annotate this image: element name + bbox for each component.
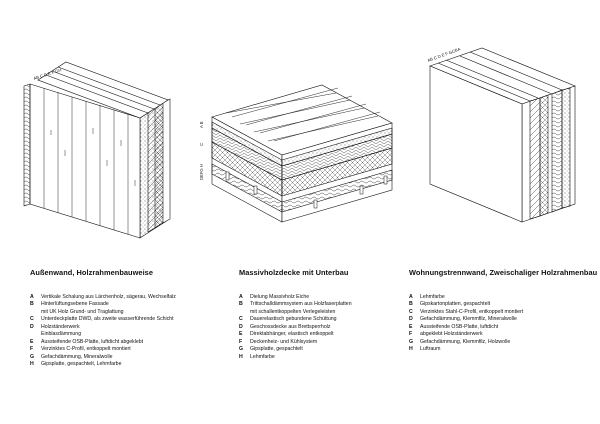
legend-key: G (239, 346, 244, 353)
floor-slab-legend: Massivholzdecke mit Unterbau A Dielung Ma… (239, 268, 419, 361)
legend-text: Deckenheiz- und Kühlsystem (250, 338, 318, 345)
legend-item: B Gipskartonplatten, gespachtelt (409, 301, 589, 308)
legend-key: C (239, 316, 243, 323)
legend-item: G Gipsplatte, gespachtelt (239, 346, 419, 353)
legend-item: D Geschossdecke aus Brettsperrholz (239, 324, 419, 331)
floor-slab-letters: A B C DEFG H (199, 121, 204, 180)
legend-key: H (30, 361, 34, 368)
legend-item: E Aussteifende OSB-Platte, luftdicht abge… (30, 339, 210, 346)
party-wall-framing (539, 94, 549, 217)
legend-text: Gipsplatte, gespachtelt (250, 346, 303, 353)
layer-letters-mid: C (199, 143, 204, 146)
legend-text: Vertikale Schalung aus Lärchenholz, säge… (41, 294, 176, 300)
legend-text: Holzständerwerk Einblasdämmung (41, 323, 82, 338)
legend-item: F Deckenheiz- und Kühlsystem (239, 339, 419, 346)
legend-key: D (30, 323, 34, 330)
legend-item: A Vertikale Schalung aus Lärchenholz, säg… (30, 294, 210, 301)
party-wall-osb (561, 87, 571, 209)
layer-letters-top: A B (199, 121, 204, 128)
legend-text: Dielung Massivholz Eiche (250, 294, 310, 300)
legend-text: Luftraum (420, 346, 441, 353)
legend-text: Gipsplatte, gespachtelt, Lehmfarbe (41, 361, 122, 368)
legend-key: F (239, 338, 243, 345)
legend-item: A Dielung Massivholz Eiche (239, 294, 419, 301)
floor-clt-right (281, 147, 393, 197)
legend-text: Gefachdämmung, Mineralwolle (41, 353, 113, 360)
panel-title: Wohnungstrennwand, Zweischaliger Holzrah… (409, 268, 598, 277)
legend-text: Aussteifende OSB-Platte, luftdicht abgek… (41, 338, 144, 345)
legend-key: F (30, 346, 34, 353)
exterior-wall-drawing: AB C D E F GH (23, 61, 171, 239)
legend-text: abgeklebt Holzständerwerk (420, 331, 483, 338)
panel-title: Außenwand, Holzrahmenbauweise (30, 268, 154, 277)
legend-text: Verzinktes Stahl-C-Profil, entkoppelt mo… (420, 308, 524, 315)
legend-text: Gefachdämmung, Klemmfilz, Mineralwolle (420, 316, 517, 323)
exterior-wall-legend: Außenwand, Holzrahmenbauweise A Vertikale… (30, 268, 210, 369)
legend-text: Hinterlüftungsebene Fassade mit UK Holz … (41, 301, 124, 315)
party-wall-front-gypsum (429, 65, 523, 223)
panel-title: Massivholzdecke mit Unterbau (239, 268, 349, 277)
legend-key: D (409, 316, 413, 323)
legend-key: B (30, 301, 34, 308)
legend-item: H Luftraum (409, 346, 589, 353)
party-wall-insulation-b (551, 89, 563, 213)
legend-item: D Holzständerwerk Einblasdämmung (30, 324, 210, 339)
legend-item: G Gefachdämmung, Klemmfilz, Holzwolle (409, 339, 589, 346)
legend-key: G (409, 338, 414, 345)
legend-key: F (409, 331, 413, 338)
wall-layer-gypsum (162, 98, 171, 224)
legend-item: E Direktabhänger, elastisch entkoppelt (239, 331, 419, 338)
legend-item: H Gipsplatte, gespachtelt, Lehmfarbe (30, 361, 210, 368)
legend-text: Gefachdämmung, Klemmfilz, Holzwolle (420, 338, 511, 345)
party-wall-insulation-a (529, 97, 541, 220)
legend-text: Aussteifende OSB-Platte, luftdicht (420, 323, 499, 330)
legend-key: B (409, 301, 413, 308)
legend-item: G Gefachdämmung, Mineralwolle (30, 354, 210, 361)
party-wall-legend: Wohnungstrennwand, Zweischaliger Holzrah… (409, 268, 598, 354)
legend-key: G (30, 353, 35, 360)
legend-item: E Aussteifende OSB-Platte, luftdicht (409, 324, 589, 331)
legend-text: Lehmfarbe (250, 353, 275, 360)
legend-item: H Lehmfarbe (239, 354, 419, 361)
party-wall-drawing: AB C D E F GCBA (427, 46, 576, 223)
legend-key: H (239, 353, 243, 360)
legend-text: Direktabhänger, elastisch entkoppelt (250, 331, 334, 338)
legend-text: Trittschalldämmsystem aus Holzfaserplatt… (250, 301, 352, 315)
legend-key: A (30, 294, 34, 300)
legend-text: Dauerelastisch gebundene Schüttung (250, 316, 337, 323)
legend-text: Verzinktes C-Profil, entkoppelt montiert (41, 346, 131, 353)
legend-item: C Unterdeckplatte DWD, als zweite wasserf… (30, 316, 210, 323)
legend-item: B Trittschalldämmsystem aus Holzfaserplat… (239, 301, 419, 316)
legend-key: B (239, 301, 243, 308)
legend-text: Unterdeckplatte DWD, als zweite wasserfü… (41, 316, 174, 323)
legend-key: C (409, 308, 413, 315)
legend-item: A Lehmfarbe (409, 294, 589, 301)
floor-slab-drawing: A B C DEFG H (199, 84, 393, 223)
legend-list: A Vertikale Schalung aus Lärchenholz, säg… (30, 294, 210, 369)
legend-key: E (30, 338, 34, 345)
legend-item: C Dauerelastisch gebundene Schüttung (239, 316, 419, 323)
legend-list: A Lehmfarbe B Gipskartonplatten, gespachte… (409, 294, 589, 354)
legend-text: Geschossdecke aus Brettsperrholz (250, 323, 331, 330)
legend-text: Gipskartonplatten, gespachtelt (420, 301, 491, 308)
legend-item: F Verzinktes C-Profil, entkoppelt montier… (30, 346, 210, 353)
legend-text: Lehmfarbe (420, 294, 445, 300)
legend-item: B Hinterlüftungsebene Fassade mit UK Holz… (30, 301, 210, 316)
legend-key: E (409, 323, 413, 330)
legend-key: D (239, 323, 243, 330)
legend-item: C Verzinktes Stahl-C-Profil, entkoppelt m… (409, 309, 589, 316)
layer-letters-bottom: DEFG H (199, 164, 204, 180)
legend-key: A (409, 294, 413, 300)
floor-ceiling-right (281, 169, 393, 213)
legend-key: C (30, 316, 34, 323)
legend-list: A Dielung Massivholz Eiche B Trittschalldä… (239, 294, 419, 361)
legend-key: H (409, 346, 413, 353)
legend-key: A (239, 294, 243, 300)
legend-key: E (239, 331, 243, 338)
legend-item: D Gefachdämmung, Klemmfilz, Mineralwolle (409, 316, 589, 323)
